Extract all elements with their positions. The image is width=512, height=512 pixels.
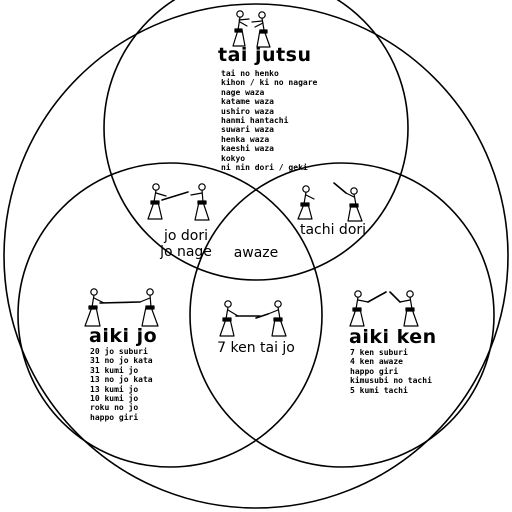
- aiki-ken-title: aiki ken: [349, 326, 437, 348]
- aiki-ken-list: 7 ken suburi 4 ken awaze happo giri kimu…: [350, 348, 432, 395]
- list-item: happo giri: [350, 366, 399, 376]
- list-item: 4 ken awaze: [350, 357, 403, 367]
- list-item: suwari waza: [221, 125, 274, 135]
- tachi-dori-figures: [297, 182, 363, 222]
- tai-jutsu-title: tai jutsu: [218, 44, 312, 66]
- circle-aiki-ken: [189, 162, 495, 468]
- jo-dori-label: jo dori jo nage: [150, 228, 222, 260]
- list-item: henka waza: [221, 134, 270, 144]
- tachi-dori-label: tachi dori: [299, 222, 367, 238]
- list-item: kokyo: [221, 153, 246, 163]
- ken-tai-jo-figures: [219, 300, 287, 337]
- tai-jutsu-figures: [232, 10, 271, 48]
- outer-circle: [3, 3, 509, 509]
- list-item: ni nin dori / geki: [221, 163, 308, 173]
- list-item: 31 kumi jo: [90, 365, 139, 375]
- jo-nage-line: jo nage: [160, 244, 212, 260]
- aiki-ken-figures: [349, 290, 419, 327]
- list-item: hanmi hantachi: [221, 116, 289, 126]
- list-item: kimusubi no tachi: [350, 376, 432, 386]
- list-item: nage waza: [221, 87, 265, 97]
- list-item: ushiro waza: [221, 106, 274, 116]
- aiki-jo-figures: [84, 288, 159, 327]
- aiki-jo-list: 20 jo suburi 31 no jo kata 31 kumi jo 13…: [90, 347, 153, 422]
- list-item: kaeshi waza: [221, 144, 274, 154]
- list-item: happo giri: [90, 412, 139, 422]
- list-item: kihon / ki no nagare: [221, 78, 318, 88]
- list-item: roku no jo: [90, 403, 139, 413]
- list-item: tai no henko: [221, 69, 279, 78]
- list-item: 10 kumi jo: [90, 394, 139, 404]
- list-item: 31 no jo kata: [90, 356, 153, 366]
- awaze-label: awaze: [233, 245, 279, 261]
- circle-tai-jutsu: [103, 0, 409, 281]
- jo-dori-figures: [147, 183, 210, 221]
- list-item: 13 kumi jo: [90, 384, 139, 394]
- aiki-jo-title: aiki jo: [89, 325, 158, 347]
- list-item: 20 jo suburi: [90, 347, 148, 356]
- list-item: 7 ken suburi: [350, 348, 408, 357]
- list-item: katame waza: [221, 97, 274, 107]
- circle-aiki-jo: [17, 162, 323, 468]
- jo-dori-line: jo dori: [163, 228, 208, 244]
- tai-jutsu-list: tai no henko kihon / ki no nagare nage w…: [221, 69, 317, 172]
- list-item: 5 kumi tachi: [350, 385, 408, 395]
- list-item: 13 no jo kata: [90, 375, 153, 385]
- ken-tai-jo-label: 7 ken tai jo: [217, 340, 295, 356]
